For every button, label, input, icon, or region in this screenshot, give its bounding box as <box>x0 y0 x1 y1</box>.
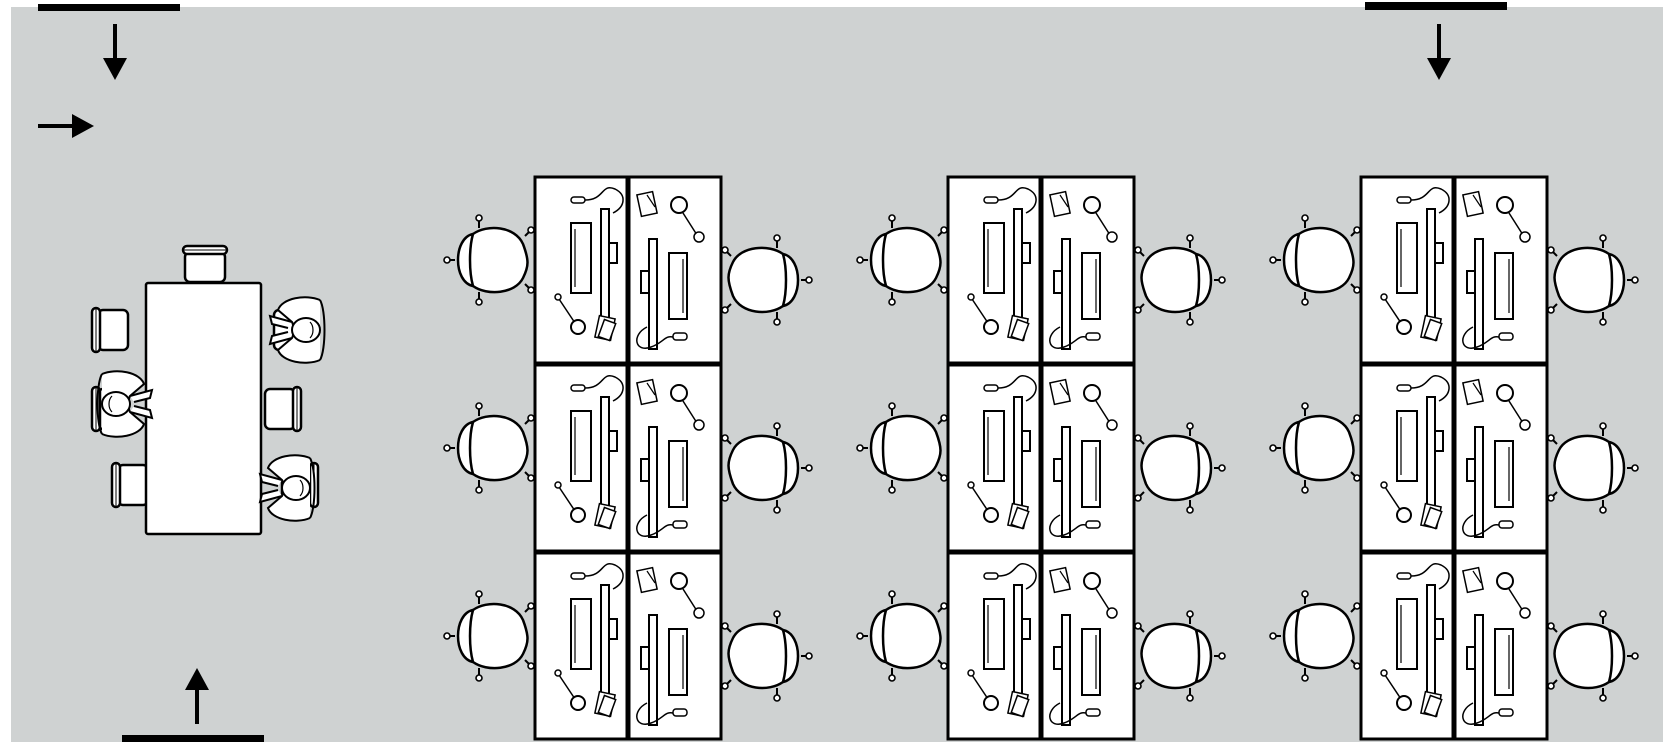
desk-right <box>1453 175 1549 365</box>
workstation-cluster <box>855 175 1227 741</box>
meeting-chair <box>181 244 229 284</box>
desk-right <box>627 175 723 365</box>
desk-left <box>1359 363 1455 553</box>
desk-left <box>533 363 629 553</box>
desk-right <box>627 551 723 741</box>
desk-right <box>627 363 723 553</box>
workstation-clusters <box>442 175 1640 741</box>
workstation-cluster <box>442 175 814 741</box>
desk-left <box>946 551 1042 741</box>
entrance-bottom-left <box>122 735 264 742</box>
desk-left <box>946 363 1042 553</box>
meeting-table <box>144 281 263 536</box>
meeting-table-group <box>90 244 326 536</box>
desk-left <box>1359 551 1455 741</box>
meeting-chair <box>90 306 130 354</box>
meeting-chair <box>263 385 303 433</box>
desk-left <box>533 551 629 741</box>
entrance-top-left <box>38 4 180 11</box>
desk-right <box>1040 551 1136 741</box>
desk-left <box>946 175 1042 365</box>
workstation-cluster <box>1268 175 1640 741</box>
desk-right <box>1453 363 1549 553</box>
desk-right <box>1040 363 1136 553</box>
desk-right <box>1453 551 1549 741</box>
entrance-top-right <box>1365 2 1507 10</box>
desk-left <box>533 175 629 365</box>
desk-right <box>1040 175 1136 365</box>
desk-left <box>1359 175 1455 365</box>
meeting-chair <box>110 461 150 509</box>
